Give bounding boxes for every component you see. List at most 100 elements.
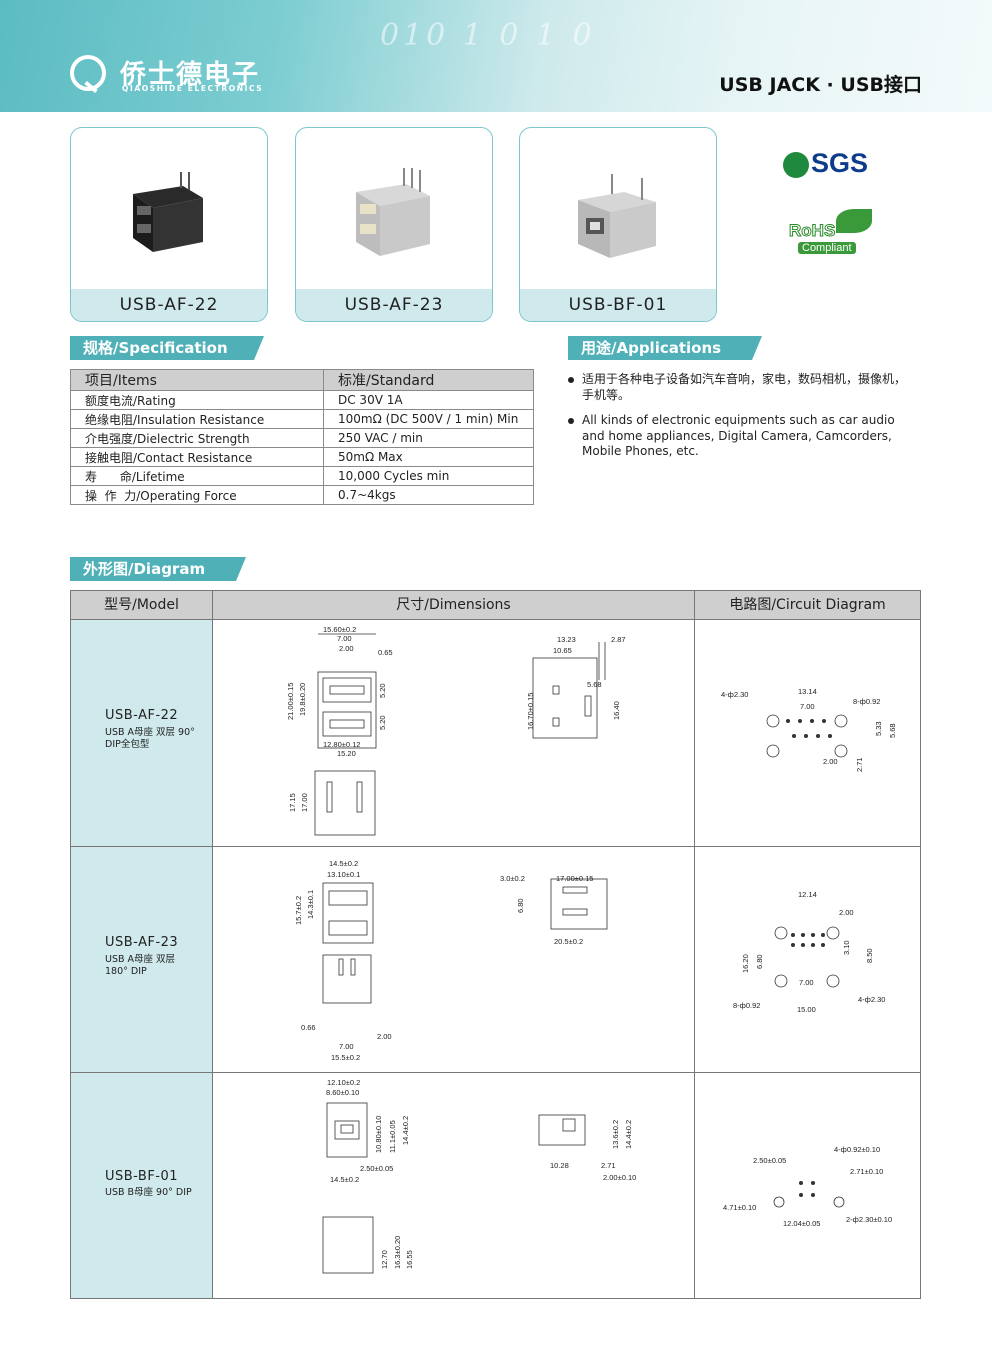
dim-label: 10.28: [550, 1161, 569, 1170]
dim-label: 17.00: [300, 793, 309, 812]
circuit-label: 7.00: [799, 978, 814, 987]
dim-label: 6.80: [516, 898, 525, 913]
logo-icon: [70, 55, 106, 91]
page-title: USB JACK · USB接口: [719, 74, 922, 96]
dim-label: 7.00: [339, 1042, 354, 1051]
circuit-label: 15.00: [797, 1005, 816, 1014]
dimension-drawing-bf01: 12.10±0.2 8.60±0.10 10.80±0.10 11.1±0.05…: [322, 1078, 636, 1274]
dim-label: 8.60±0.10: [326, 1088, 359, 1097]
header-binary-decoration: 010 1 0 1 0: [380, 18, 596, 53]
dim-label: 16.3±0.20: [393, 1236, 402, 1269]
row-divider: [71, 1072, 920, 1073]
company-name-cn: 侨士德电子: [120, 60, 261, 90]
bullet-icon: [568, 377, 574, 383]
dim-label: 2.50±0.05: [360, 1164, 393, 1173]
dim-label: 2.00: [339, 644, 354, 653]
dim-label: 14.4±0.2: [401, 1116, 410, 1145]
circuit-label: 3.10: [842, 940, 851, 955]
dim-label: 21.00±0.15: [286, 683, 295, 720]
spec-item: 操 作 力/Operating Force: [70, 485, 324, 505]
spec-item: 介电强度/Dielectric Strength: [70, 428, 324, 448]
model-desc: USB A母座 双层 180° DIP: [105, 954, 176, 977]
dim-label: 2.00: [377, 1032, 392, 1041]
circuit-diagram-af22: 4-ф2.30 13.14 8-ф0.92 7.00 5.33 5.68 2.0…: [721, 687, 897, 772]
circuit-diagram-bf01: 4-ф0.92±0.10 2.50±0.05 2.71±0.10 4.71±0.…: [723, 1145, 892, 1228]
circuit-label: 16.20: [741, 954, 750, 973]
application-item-cn: 适用于各种电子设备如汽车音响，家电，数码相机，摄像机，手机等。: [568, 372, 908, 403]
diagram-section-tag: 外形图/Diagram: [70, 557, 246, 581]
dim-label: 2.87: [611, 635, 626, 644]
model-name: USB-AF-23: [105, 935, 179, 950]
dim-label: 12.70: [380, 1250, 389, 1269]
dim-label: 19.8±0.20: [298, 683, 307, 716]
dimension-drawing-af23: 14.5±0.2 13.10±0.1 15.7±0.2 14.3±0.1 3.0…: [294, 859, 608, 1062]
circuit-label: 5.33: [874, 721, 883, 736]
spec-item: 寿 命/Lifetime: [70, 466, 324, 486]
dim-label: 16.40: [612, 701, 621, 720]
column-divider: [694, 620, 695, 1298]
table-header-row: 项目/Items 标准/Standard: [70, 369, 534, 391]
model-name: USB-BF-01: [105, 1169, 179, 1184]
circuit-diagram-af23: 12.14 2.00 16.20 6.80 3.10 8.50 7.00 8-ф…: [733, 890, 885, 1014]
circuit-label: 12.14: [798, 890, 817, 899]
header-items: 项目/Items: [70, 369, 324, 391]
model-desc: USB B母座 90° DIP: [105, 1187, 192, 1198]
header-circuit: 电路图/Circuit Diagram: [695, 591, 920, 620]
spec-section-tag: 规格/Specification: [70, 336, 264, 360]
model-name: USB-AF-22: [105, 708, 179, 723]
header-model: 型号/Model: [71, 591, 213, 620]
circuit-label: 2.71: [855, 757, 864, 772]
dim-label: 14.3±0.1: [306, 890, 315, 919]
sgs-logo: SGS: [781, 148, 901, 180]
spec-item: 额度电流/Rating: [70, 390, 324, 410]
dim-label: 15.60±0.2: [323, 625, 356, 634]
dim-label: 12.80±0.12: [323, 740, 360, 749]
leaf-icon: [836, 209, 872, 233]
dim-label: 14.5±0.2: [330, 1175, 359, 1184]
circuit-label: 2.00: [823, 757, 838, 766]
product-image-black-usb: [133, 172, 203, 252]
product-image-silver-usb: [356, 168, 430, 256]
diagram-table: 型号/Model 尺寸/Dimensions 电路图/Circuit Diagr…: [70, 590, 921, 1299]
spec-value: 10,000 Cycles min: [323, 466, 534, 486]
model-cell: USB-AF-23 USB A母座 双层 180° DIP: [71, 847, 213, 1073]
product-card-usb-af-23: USB-AF-23: [295, 127, 493, 322]
dim-label: 2.71: [601, 1161, 616, 1170]
spec-value: 100mΩ (DC 500V / 1 min) Min: [323, 409, 534, 429]
product-label: USB-AF-22: [71, 289, 267, 321]
dim-label: 5.20: [378, 683, 387, 698]
circuit-label: 8.50: [865, 948, 874, 963]
dim-label: 13.6±0.2: [611, 1120, 620, 1149]
dim-label: 5.20: [378, 715, 387, 730]
model-cell: USB-AF-22 USB A母座 双层 90° DIP全包型: [71, 620, 213, 847]
header-banner: 010 1 0 1 0 侨士德电子 QIAOSHIDE ELECTRONICS …: [0, 0, 992, 112]
application-item-en: All kinds of electronic equipments such …: [568, 413, 908, 460]
dim-label: 0.66: [301, 1023, 316, 1032]
circuit-label: 4-ф2.30: [858, 995, 885, 1004]
product-image-usb-b: [578, 174, 656, 258]
circuit-label: 2.50±0.05: [753, 1156, 786, 1165]
company-name-en: QIAOSHIDE ELECTRONICS: [122, 84, 264, 93]
dim-label: 13.10±0.1: [327, 870, 360, 879]
applications-section-tag: 用途/Applications: [568, 336, 762, 360]
product-card-usb-af-22: USB-AF-22: [70, 127, 268, 322]
circuit-label: 4.71±0.10: [723, 1203, 756, 1212]
circuit-label: 4-ф0.92±0.10: [834, 1145, 880, 1154]
dim-label: 0.65: [378, 648, 393, 657]
dim-label: 14.4±0.2: [624, 1120, 633, 1149]
spec-value: 50mΩ Max: [323, 447, 534, 467]
product-label: USB-AF-23: [296, 289, 492, 321]
globe-icon: [783, 152, 809, 178]
dim-label: 10.65: [553, 646, 572, 655]
dim-label: 11.1±0.05: [388, 1120, 397, 1153]
dim-label: 10.80±0.10: [374, 1116, 383, 1153]
dim-label: 15.20: [337, 749, 356, 758]
spec-value: 0.7~4kgs: [323, 485, 534, 505]
circuit-label: 8-ф0.92: [733, 1001, 760, 1010]
spec-item: 接触电阻/Contact Resistance: [70, 447, 324, 467]
